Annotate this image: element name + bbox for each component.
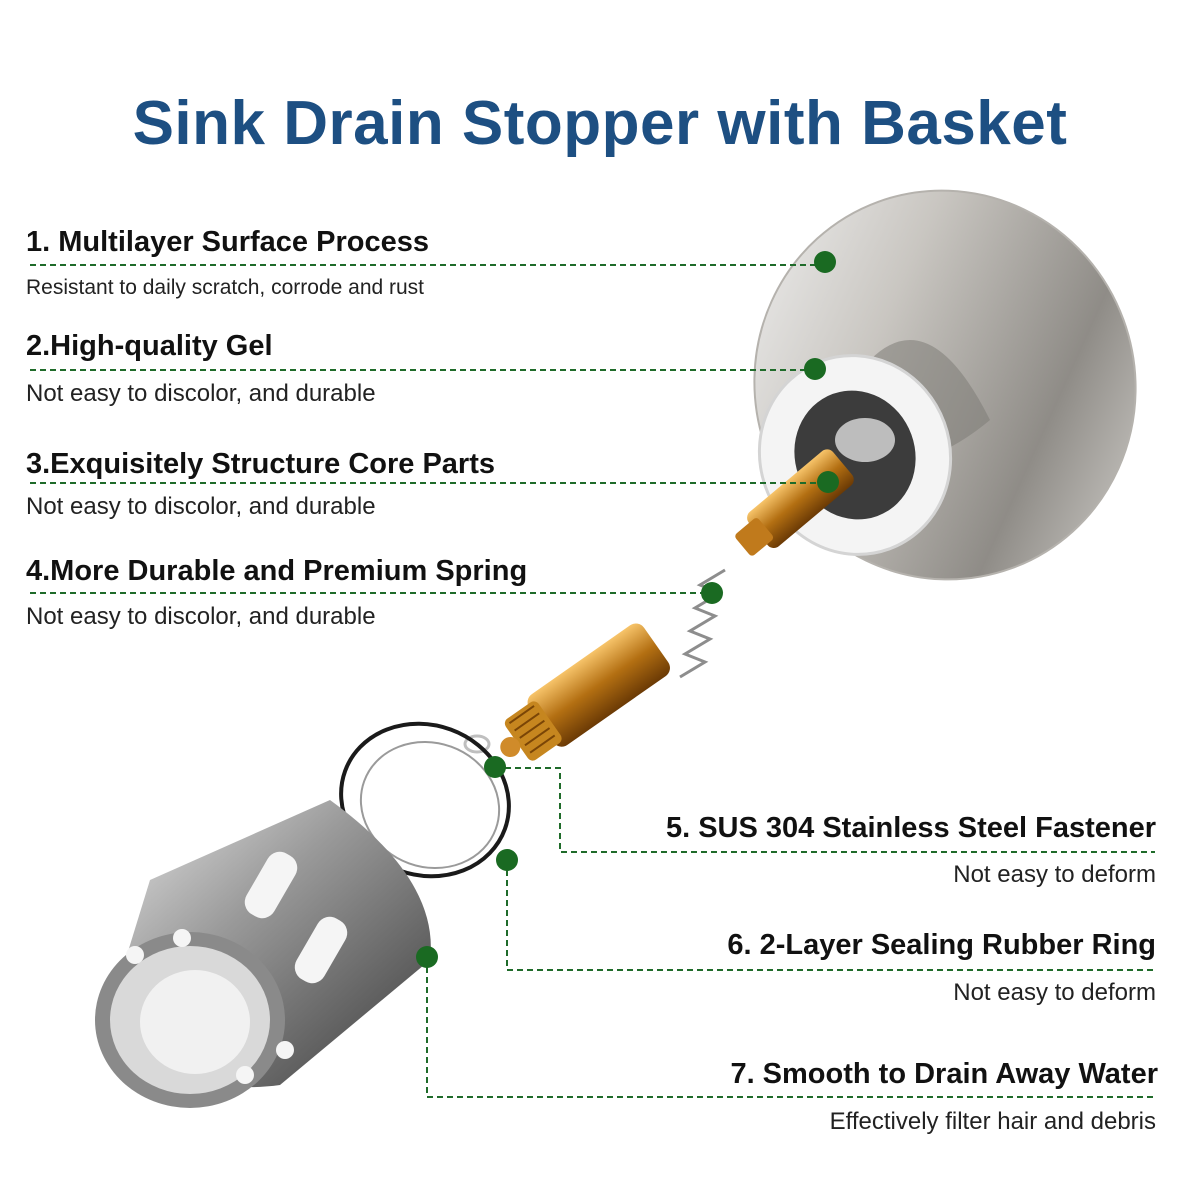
feature-3-title: 3.Exquisitely Structure Core Parts [26, 448, 495, 480]
feature-5-title: 5. SUS 304 Stainless Steel Fastener [665, 812, 1156, 844]
leader-line-5 [495, 767, 1155, 853]
feature-2-desc: Not easy to discolor, and durable [26, 380, 376, 407]
leader-line-6 [506, 860, 1155, 971]
feature-4-desc: Not easy to discolor, and durable [26, 603, 376, 630]
page-title: Sink Drain Stopper with Basket [132, 89, 1068, 158]
feature-4-title: 4.More Durable and Premium Spring [26, 555, 528, 587]
brass-cylinder [500, 623, 670, 761]
marker-dot-7 [416, 946, 438, 968]
marker-dots [416, 251, 839, 968]
feature-6-title: 6. 2-Layer Sealing Rubber Ring [727, 929, 1156, 961]
stopper-cap [753, 189, 1137, 581]
marker-dot-3 [817, 471, 839, 493]
marker-dot-4 [701, 582, 723, 604]
feature-2-title: 2.High-quality Gel [26, 330, 273, 362]
marker-dot-5 [484, 756, 506, 778]
marker-dot-2 [804, 358, 826, 380]
feature-7-title: 7. Smooth to Drain Away Water [730, 1058, 1158, 1090]
basket [95, 800, 431, 1108]
feature-6-desc: Not easy to deform [953, 979, 1156, 1006]
feature-1-title: 1. Multilayer Surface Process [26, 226, 429, 258]
feature-7-desc: Effectively filter hair and debris [829, 1108, 1156, 1135]
leader-lines [30, 264, 1155, 1098]
marker-dot-1 [814, 251, 836, 273]
marker-dot-6 [496, 849, 518, 871]
feature-1-desc: Resistant to daily scratch, corrode and … [26, 276, 425, 299]
feature-5-desc: Not easy to deform [953, 861, 1156, 888]
feature-3-desc: Not easy to discolor, and durable [26, 493, 376, 520]
fastener [463, 734, 491, 754]
leader-line-7 [426, 957, 1155, 1098]
